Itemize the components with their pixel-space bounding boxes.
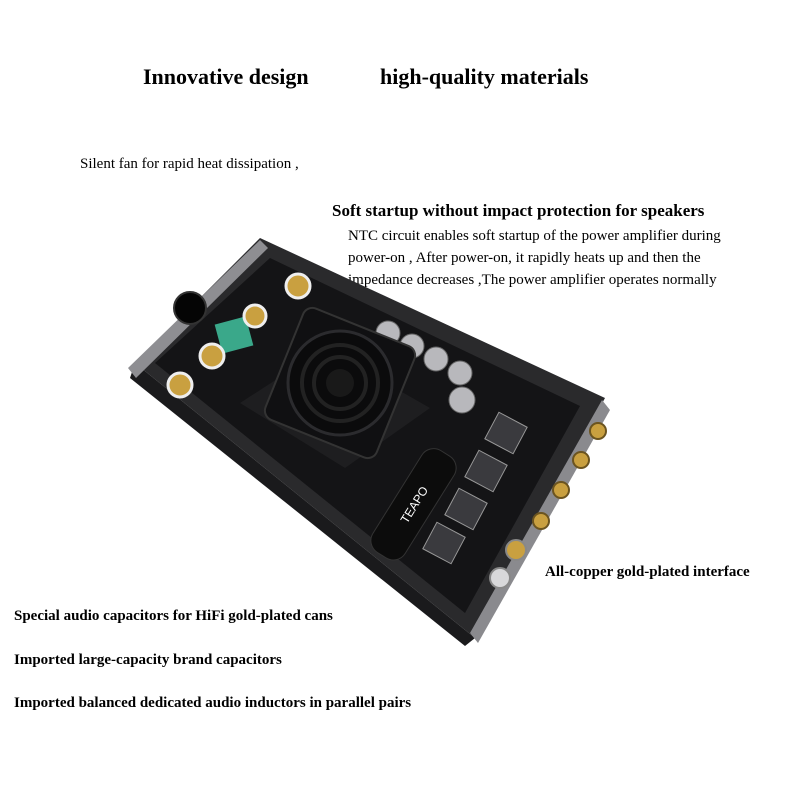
capacitor-icon [242,303,268,329]
terminal-post-icon [589,422,607,440]
small-capacitors [166,272,312,399]
capacitor-icon [423,346,449,372]
terminal-post-icon [552,481,570,499]
rca-jack-icon [505,539,527,561]
volume-knob-icon [173,291,207,325]
amplifier-illustration: TEAPO [128,238,610,646]
inductor-icon [444,487,488,531]
enclosure-side [130,363,475,646]
cooling-fan-icon [263,306,417,460]
speaker-terminals [532,422,607,530]
large-capacitor-icon: TEAPO [370,448,457,561]
terminal-post-icon [532,512,550,530]
rca-jack-icon [489,567,511,589]
soft-startup-description: NTC circuit enables soft startup of the … [348,225,721,291]
inductor-icon [422,521,466,565]
inductor-icon [484,411,528,455]
capacitor-icon [284,272,312,300]
capacitor-icon [198,342,226,370]
capacitor-icon [447,360,473,386]
capacitor-icon [448,386,476,414]
audio-inductors [422,411,528,565]
soft-startup-line: NTC circuit enables soft startup of the … [348,228,721,244]
amplifier-product-image: TEAPO [110,228,620,648]
soft-startup-line: impedance decreases ,The power amplifier… [348,272,717,288]
headline-left: Innovative design [143,64,309,89]
feature-interface: All-copper gold-plated interface [545,564,750,580]
feature-capacitors-brand: Imported large-capacity brand capacitors [14,652,282,668]
rca-jacks [489,539,527,589]
feature-inductors: Imported balanced dedicated audio induct… [14,695,412,711]
capacitor-icon [166,371,194,399]
feature-capacitors-hifi: Special audio capacitors for HiFi gold-p… [14,608,333,624]
inductor-icon [464,449,508,493]
soft-startup-line: power-on , After power-on, it rapidly he… [348,250,701,266]
terminal-post-icon [572,451,590,469]
relay-icon [214,316,254,354]
soft-startup-heading: Soft startup without impact protection f… [332,201,705,220]
headline-right: high-quality materials [380,64,589,89]
fan-note: Silent fan for rapid heat dissipation , [80,156,299,172]
